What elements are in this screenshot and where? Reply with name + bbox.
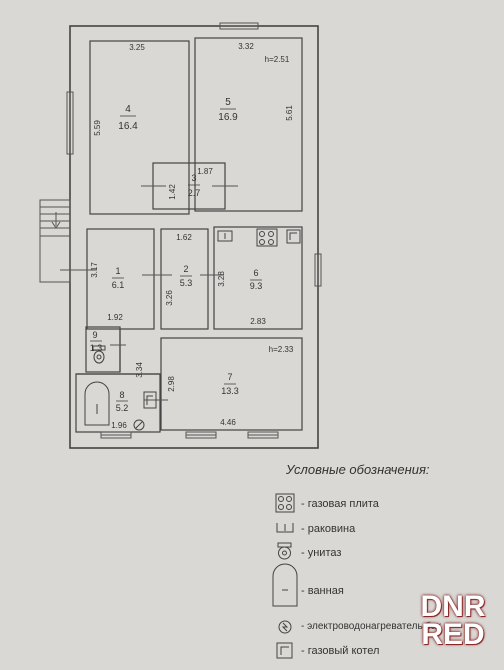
legend-item-gas-boiler: - газовый котел [301,645,380,657]
room-4-number: 4 [125,104,131,115]
dimension-label: 5.59 [93,120,102,136]
dimension-label: 3.28 [217,271,226,287]
height-label: h=2.51 [265,55,290,64]
room-5-area: 16.9 [218,112,238,123]
room-1-area: 6.1 [112,280,125,290]
water-heater-icon [278,620,292,634]
walls [75,37,303,433]
legend-item-sink: - раковина [301,523,356,535]
legend-title: Условные обозначения: [286,462,430,477]
gas-stove-icon [275,493,295,513]
height-label: h=2.33 [269,345,294,354]
legend-item-bathtub: - ванная [301,585,344,597]
bathtub-icon [272,563,298,607]
legend-item-gas-stove: - газовая плита [301,498,379,510]
toilet-icon [92,345,106,364]
room-7-outline [160,337,303,431]
dimension-label: 3.17 [90,262,99,278]
dimension-label: 1.87 [197,167,213,176]
room-6-outline [213,226,303,330]
dimension-label: 1.42 [168,184,177,200]
room-3-area: 2.7 [188,188,201,198]
room-5-number: 5 [225,97,231,108]
dimension-label: 1.92 [107,313,123,322]
dimension-label: 1.96 [111,421,127,430]
room-8-number: 8 [119,390,124,400]
room-7-area: 13.3 [221,386,239,396]
dimension-label: 3.25 [129,43,145,52]
dimension-label: 1.62 [176,233,192,242]
room-7-number: 7 [227,372,232,382]
room-4-area: 16.4 [118,121,138,132]
watermark-logo: DNR RED [405,583,501,670]
watermark-line2: RED [421,618,485,651]
room-9-area: 1.3 [90,343,103,353]
room-8-area: 5.2 [116,403,129,413]
dimension-label: 2.83 [250,317,266,326]
sink-icon [276,523,294,533]
entrance-stairs [39,199,71,283]
room-3-number: 3 [191,173,196,183]
sink-icon [217,230,233,242]
legend-icons [272,493,298,659]
windows [66,22,322,439]
room-1-number: 1 [115,266,120,276]
gas-boiler-icon [143,391,157,409]
legend-item-water-heater: - электроводонагреватель бак [301,621,441,632]
watermark-line1: DNR [420,590,486,623]
dimension-label: 5.61 [285,105,294,121]
outer-wall [69,25,319,449]
gas-stove-icon [256,228,278,247]
room-6-area: 9.3 [250,281,263,291]
dimension-label: 3.34 [135,362,144,378]
plan-fixtures [84,228,301,431]
room-9-number: 9 [92,330,97,340]
dimension-label: 3.26 [165,290,174,306]
room-6-number: 6 [253,268,258,278]
dimension-label: 4.46 [220,418,236,427]
dimension-label: 2.98 [167,376,176,392]
room-4-outline [89,40,190,215]
room-2-number: 2 [183,264,188,274]
gas-boiler-icon [286,229,301,244]
gas-boiler-icon [276,642,293,659]
room-labels: 4 16.4 5 16.9 3 2.7 1 6.1 2 5.3 6 9.3 9 … [90,97,263,413]
water-heater-icon [133,419,145,431]
room-2-area: 5.3 [180,278,193,288]
dimension-labels: 3.25 3.32 h=2.51 5.59 5.61 1.87 1.42 1.6… [90,42,294,430]
room-5-outline [194,37,303,212]
toilet-icon [277,542,292,560]
bathtub-icon [84,381,110,426]
legend-item-toilet: - унитаз [301,547,342,559]
door-marks [60,185,238,401]
dimension-label: 3.32 [238,42,254,51]
room-2-outline [160,228,209,330]
